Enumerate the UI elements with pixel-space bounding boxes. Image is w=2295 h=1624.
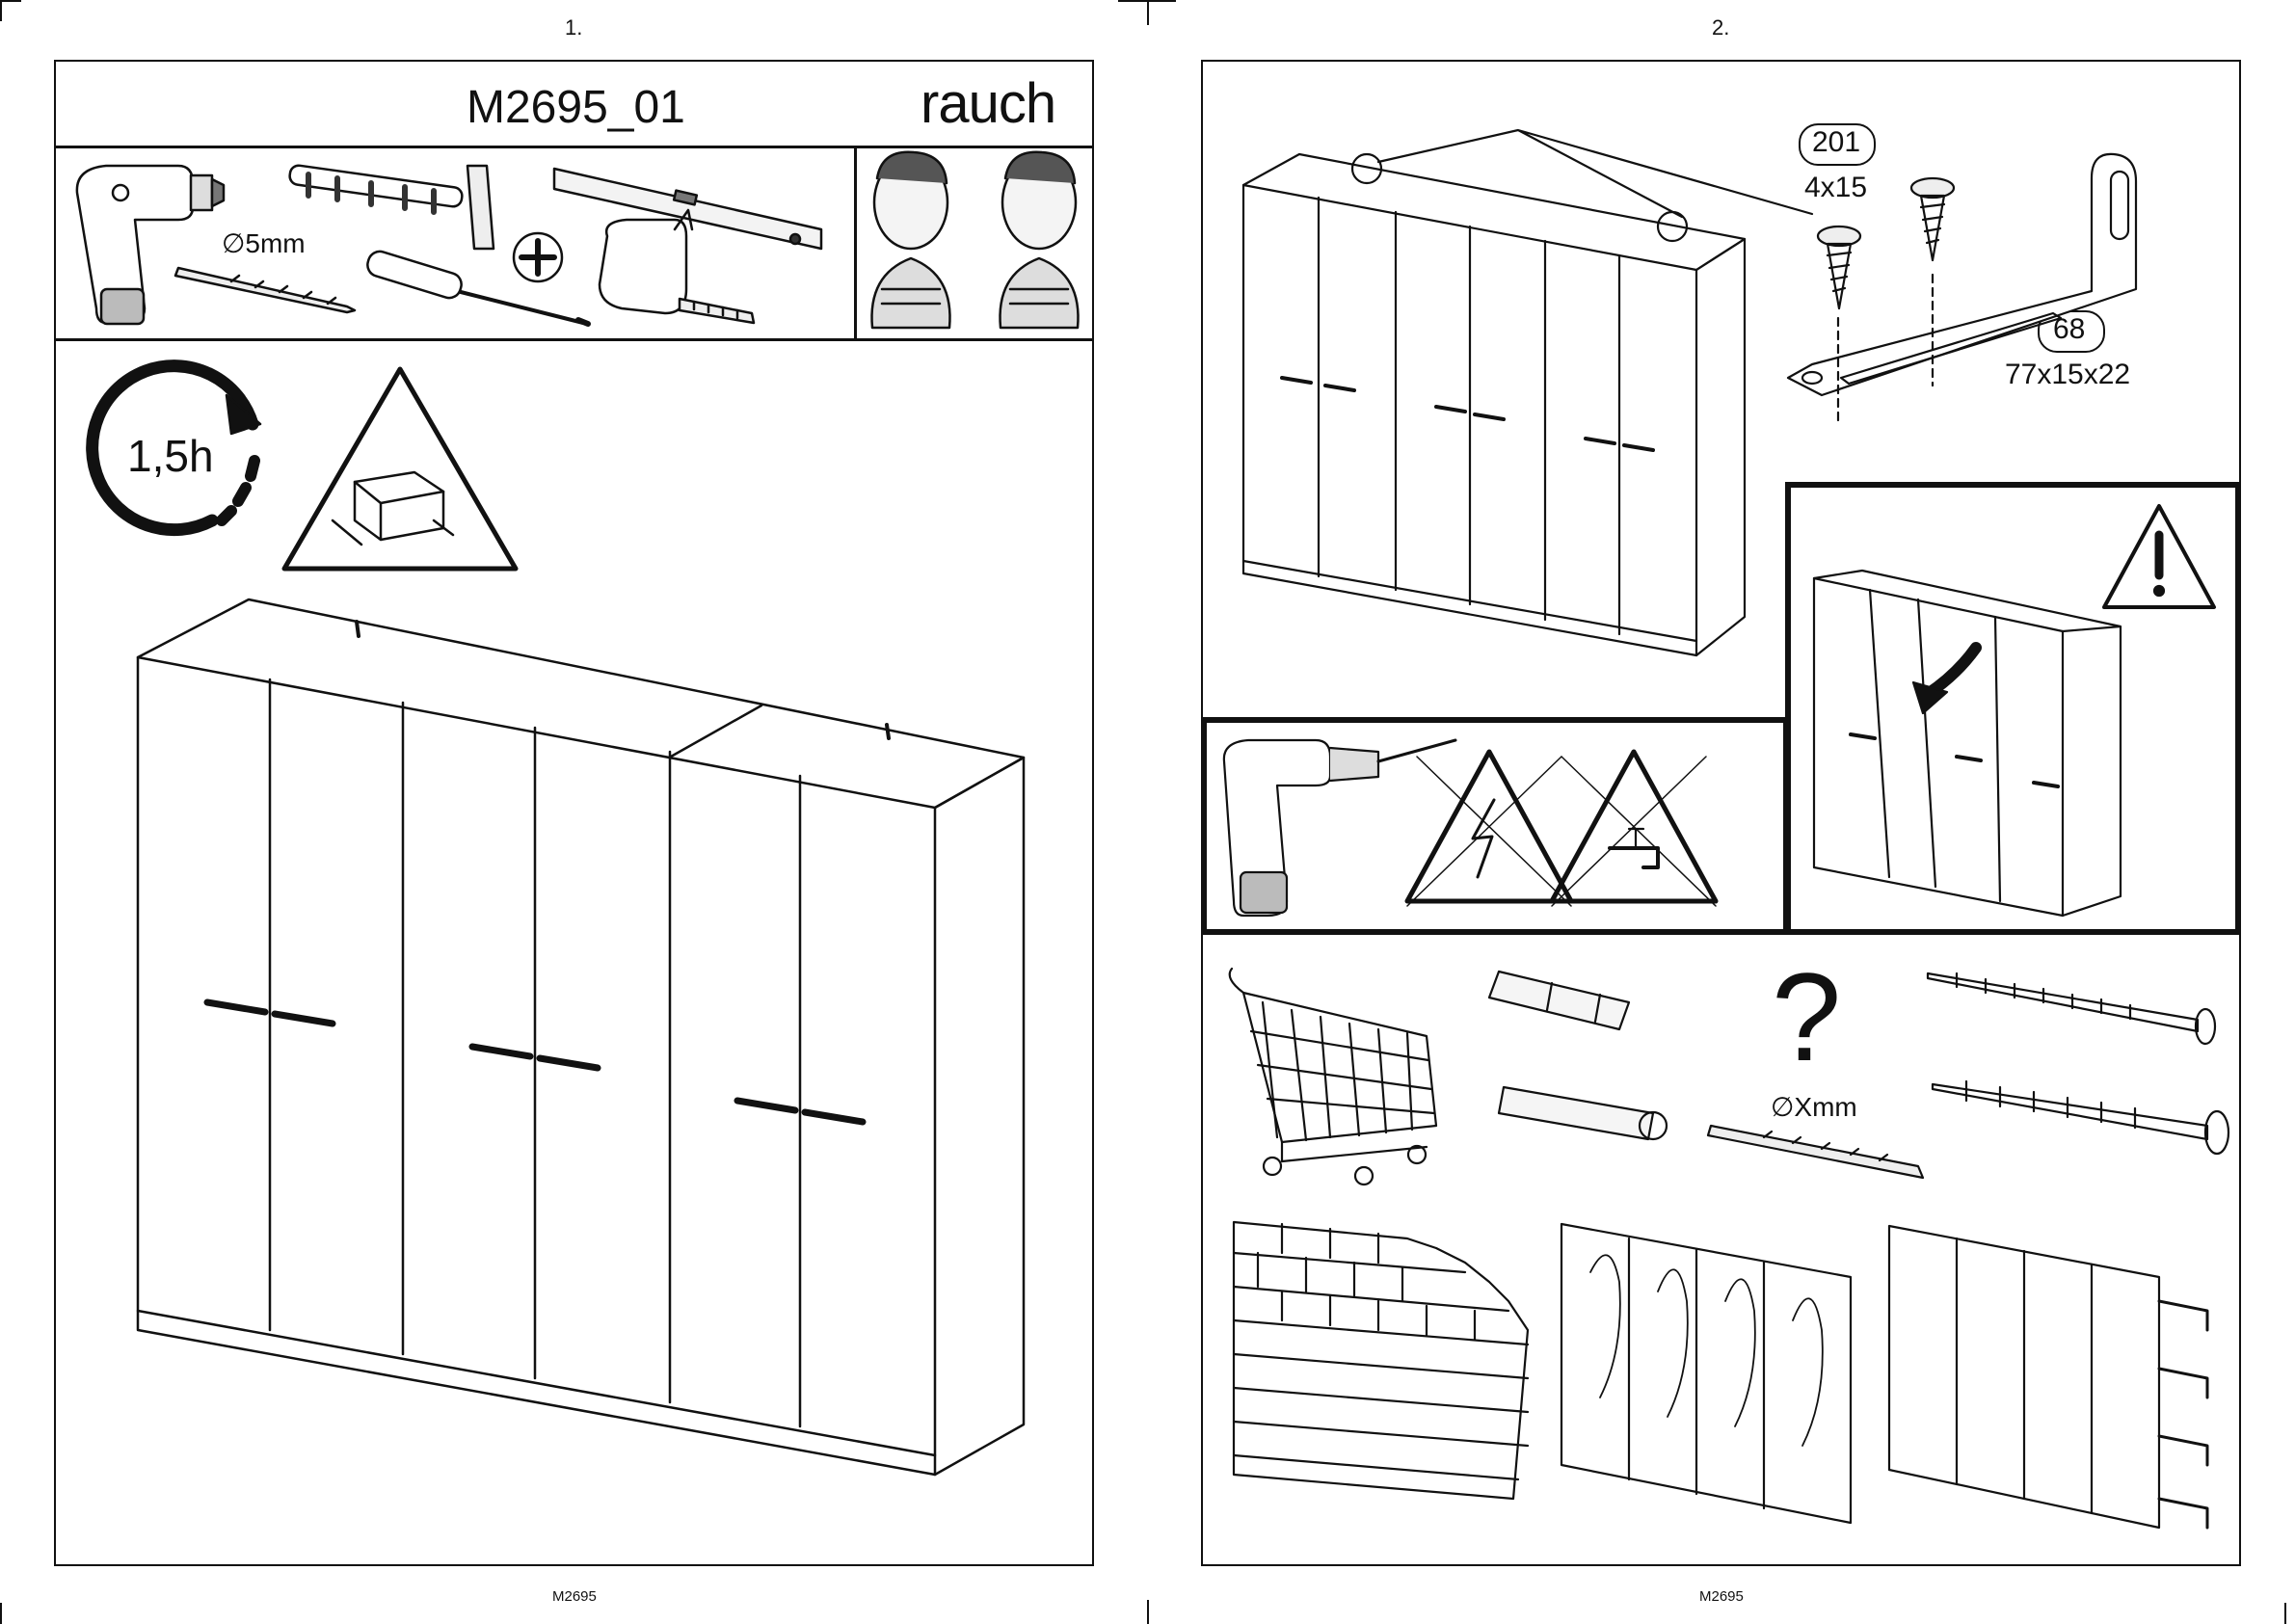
wardrobe-drawing — [138, 599, 1024, 1475]
water-hazard-icon — [1552, 752, 1716, 906]
wall-plug-icon — [1489, 972, 1667, 1139]
drill-bit-icon — [175, 268, 355, 312]
drywall-icon — [1889, 1226, 2207, 1528]
warning-triangle-icon — [2104, 506, 2214, 607]
screw-icon — [1928, 973, 2228, 1154]
spirit-level-icon — [554, 169, 821, 249]
clock-icon — [93, 366, 260, 530]
right-illustrations — [1147, 0, 2295, 1624]
shopping-cart-icon — [1230, 969, 1436, 1185]
warning-triangle-icon — [284, 369, 516, 569]
drill-icon — [77, 166, 224, 324]
phillips-icon — [514, 233, 562, 281]
drill-icon — [1224, 740, 1455, 916]
electric-hazard-icon — [1407, 752, 1571, 906]
brick-wall-icon — [1234, 1222, 1528, 1499]
drill-bit-icon — [1708, 1126, 1923, 1178]
wardrobe-tipping-drawing — [1814, 571, 2121, 916]
wardrobe-drawing — [1243, 130, 1812, 655]
wood-wall-icon — [1561, 1224, 1851, 1523]
worker-icon — [872, 152, 1079, 328]
hammer-icon — [288, 165, 494, 249]
left-illustrations — [0, 0, 1147, 1624]
